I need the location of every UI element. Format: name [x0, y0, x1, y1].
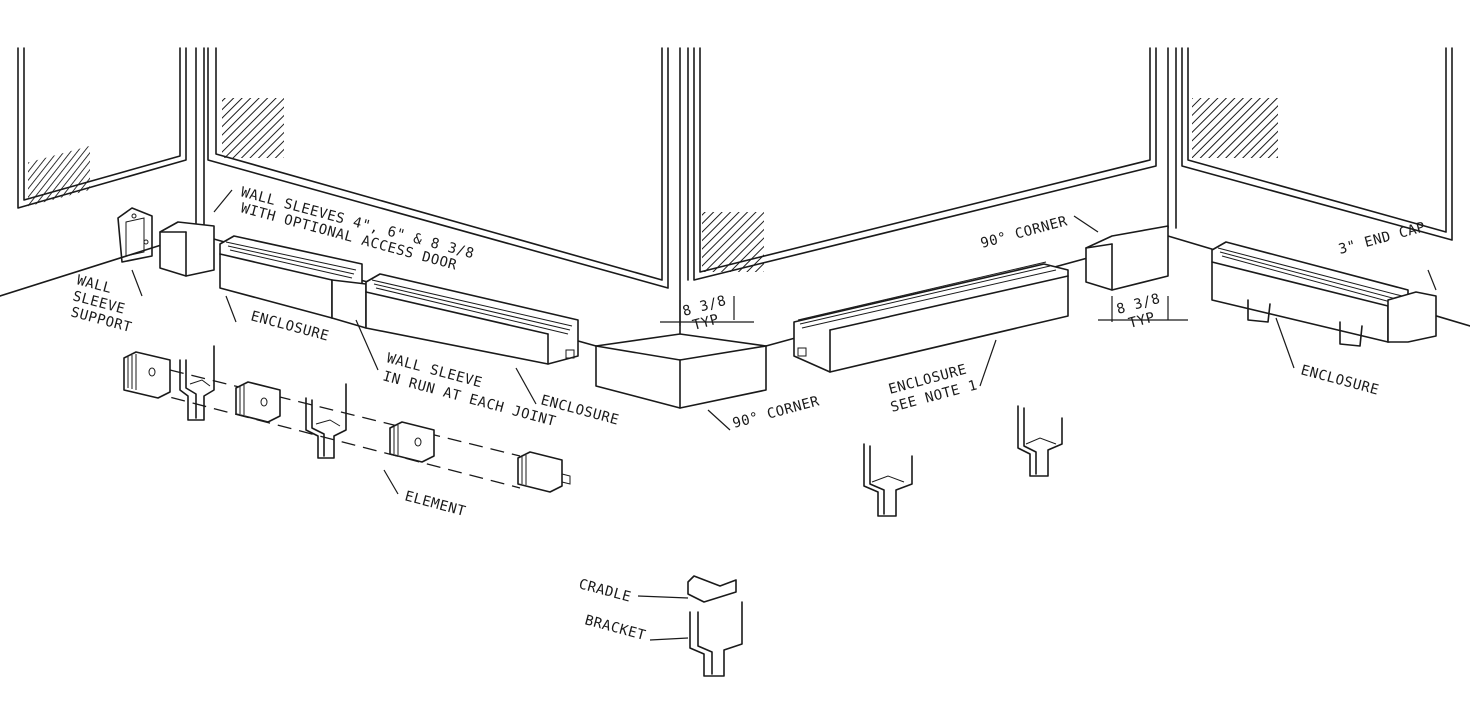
corner-box-left — [595, 333, 767, 409]
wall-sleeve-support — [117, 207, 153, 263]
label-corner-top: 90° CORNER — [979, 213, 1069, 252]
label-bracket: BRACKET — [583, 612, 648, 644]
bracket-right-under — [1247, 299, 1363, 347]
leader-lines — [131, 189, 1437, 641]
glass-hatch-3 — [702, 212, 764, 272]
label-dim-right-2: TYP — [1127, 309, 1157, 331]
bracket-center-2 — [1017, 405, 1063, 477]
enclosure-right — [1211, 241, 1437, 343]
glass-hatch-4 — [1192, 98, 1278, 158]
cradle-bracket-detail — [687, 575, 743, 677]
bracket-center-1 — [863, 443, 913, 517]
label-cradle: CRADLE — [577, 576, 633, 605]
corner-box-right — [1085, 225, 1169, 291]
bracket-left-1 — [179, 345, 215, 421]
bracket-left-2 — [305, 383, 347, 459]
enclosure-middle-section — [365, 273, 579, 365]
label-enclosure-right: ENCLOSURE — [1299, 362, 1381, 398]
label-corner-bottom: 90° CORNER — [731, 393, 821, 432]
glass-hatch-2 — [222, 98, 284, 158]
wall-sleeve-joint — [331, 279, 367, 329]
glass-hatch-1 — [28, 145, 90, 207]
label-element: ELEMENT — [403, 488, 468, 520]
heating-element — [123, 351, 571, 493]
room-walls — [0, 47, 1470, 361]
label-dim-left-2: TYP — [691, 311, 721, 333]
label-end-cap: 3" END CAP — [1337, 219, 1427, 258]
enclosure-center — [793, 261, 1069, 373]
wall-sleeve-box — [159, 221, 215, 277]
